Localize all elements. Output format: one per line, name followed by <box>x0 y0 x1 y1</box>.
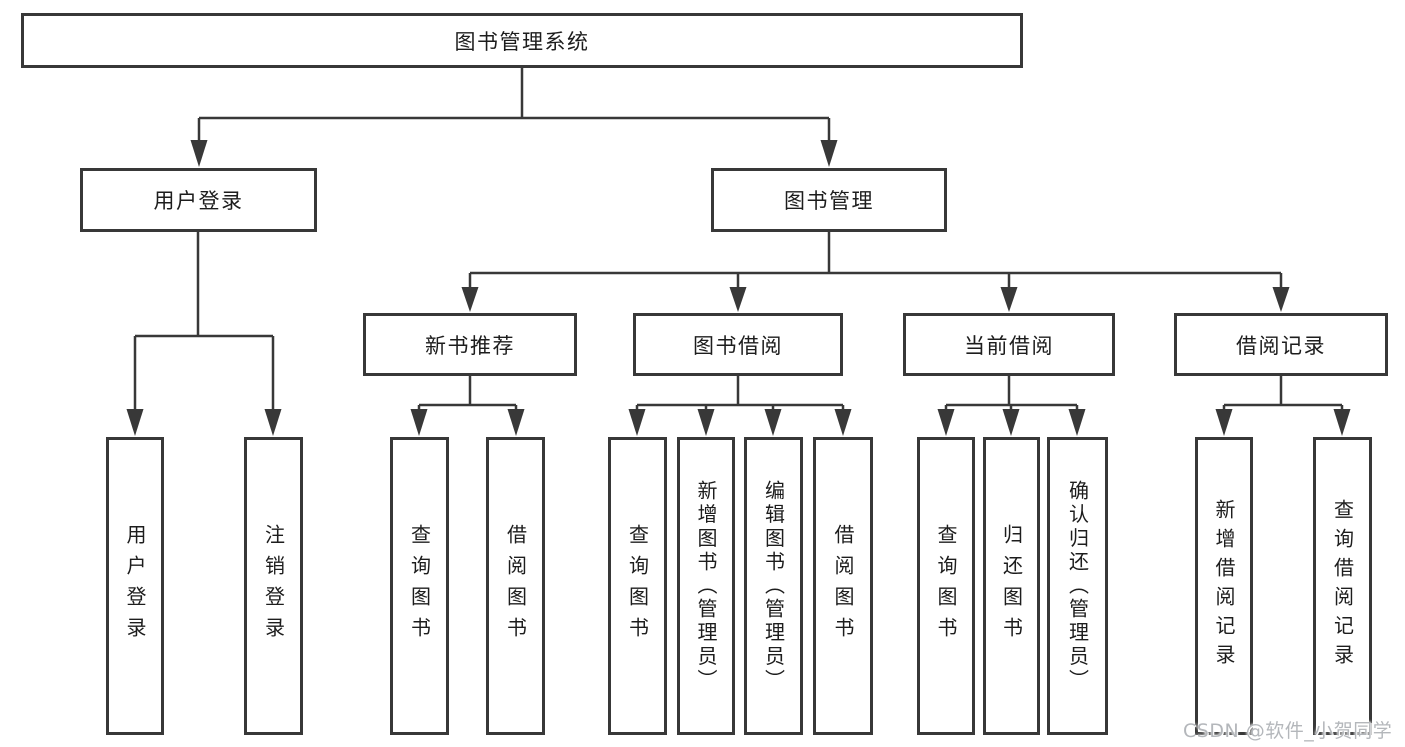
node-label: 查询图书 <box>407 524 432 648</box>
node-label: 新书推荐 <box>425 333 515 358</box>
leaf-add-borrow-record: 新增借阅记录 <box>1195 437 1253 735</box>
node-current-borrowing: 当前借阅 <box>903 313 1115 376</box>
leaf-query-books-newbook: 查询图书 <box>390 437 449 735</box>
node-label: 图书借阅 <box>693 333 783 358</box>
leaf-borrow-books-borrowing: 借阅图书 <box>813 437 873 735</box>
leaf-edit-books-admin: 编辑图书（管理员） <box>744 437 803 735</box>
node-label: 查询图书 <box>625 524 650 648</box>
node-user-login: 用户登录 <box>80 168 317 232</box>
node-label: 新增借阅记录 <box>1212 499 1236 673</box>
leaf-user-login: 用户登录 <box>106 437 164 735</box>
leaf-borrow-books-newbook: 借阅图书 <box>486 437 545 735</box>
node-label: 确认归还（管理员） <box>1065 479 1090 693</box>
node-label: 用户登录 <box>123 524 147 648</box>
node-book-borrowing: 图书借阅 <box>633 313 843 376</box>
node-library-management-system: 图书管理系统 <box>21 13 1023 68</box>
node-label: 借阅图书 <box>831 524 855 648</box>
node-label: 图书管理 <box>784 189 874 213</box>
node-label: 借阅图书 <box>503 524 528 648</box>
node-label: 归还图书 <box>999 524 1024 648</box>
node-label: 图书管理系统 <box>454 29 590 54</box>
leaf-query-books-current: 查询图书 <box>917 437 975 735</box>
node-new-book-recommendation: 新书推荐 <box>363 313 577 376</box>
leaf-confirm-return-admin: 确认归还（管理员） <box>1047 437 1108 735</box>
arrowheads <box>126 140 1351 436</box>
node-label: 编辑图书（管理员） <box>761 479 786 693</box>
node-label: 新增图书（管理员） <box>694 479 718 693</box>
node-label: 查询图书 <box>934 524 958 648</box>
node-label: 注销登录 <box>261 524 286 648</box>
leaf-logout: 注销登录 <box>244 437 303 735</box>
leaf-query-books-borrowing: 查询图书 <box>608 437 667 735</box>
node-label: 借阅记录 <box>1236 333 1326 358</box>
csdn-watermark: CSDN @软件_小贺同学 <box>1183 720 1393 742</box>
node-label: 用户登录 <box>153 189 244 213</box>
leaf-query-borrow-record: 查询借阅记录 <box>1313 437 1372 735</box>
node-label: 查询借阅记录 <box>1330 499 1355 673</box>
node-borrowing-records: 借阅记录 <box>1174 313 1388 376</box>
node-label: 当前借阅 <box>964 333 1054 358</box>
node-book-management: 图书管理 <box>711 168 947 232</box>
leaf-return-books: 归还图书 <box>983 437 1040 735</box>
leaf-add-books-admin: 新增图书（管理员） <box>677 437 735 735</box>
